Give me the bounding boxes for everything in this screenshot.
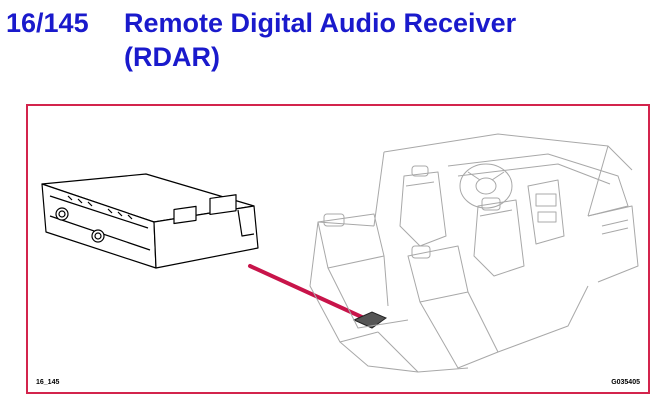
rdar-module [41, 173, 259, 269]
car-interior [309, 133, 639, 373]
section-code: 16/145 [6, 8, 89, 38]
section-title: Remote Digital Audio Receiver (RDAR) [124, 8, 517, 72]
figure-id-left: 16_145 [36, 379, 60, 386]
figure-id-right: G035405 [611, 379, 640, 386]
location-marker [352, 311, 388, 329]
pointer-line [248, 264, 366, 320]
diagram-frame: 16_145 G035405 [26, 104, 650, 394]
diagram-illustration [41, 133, 639, 373]
